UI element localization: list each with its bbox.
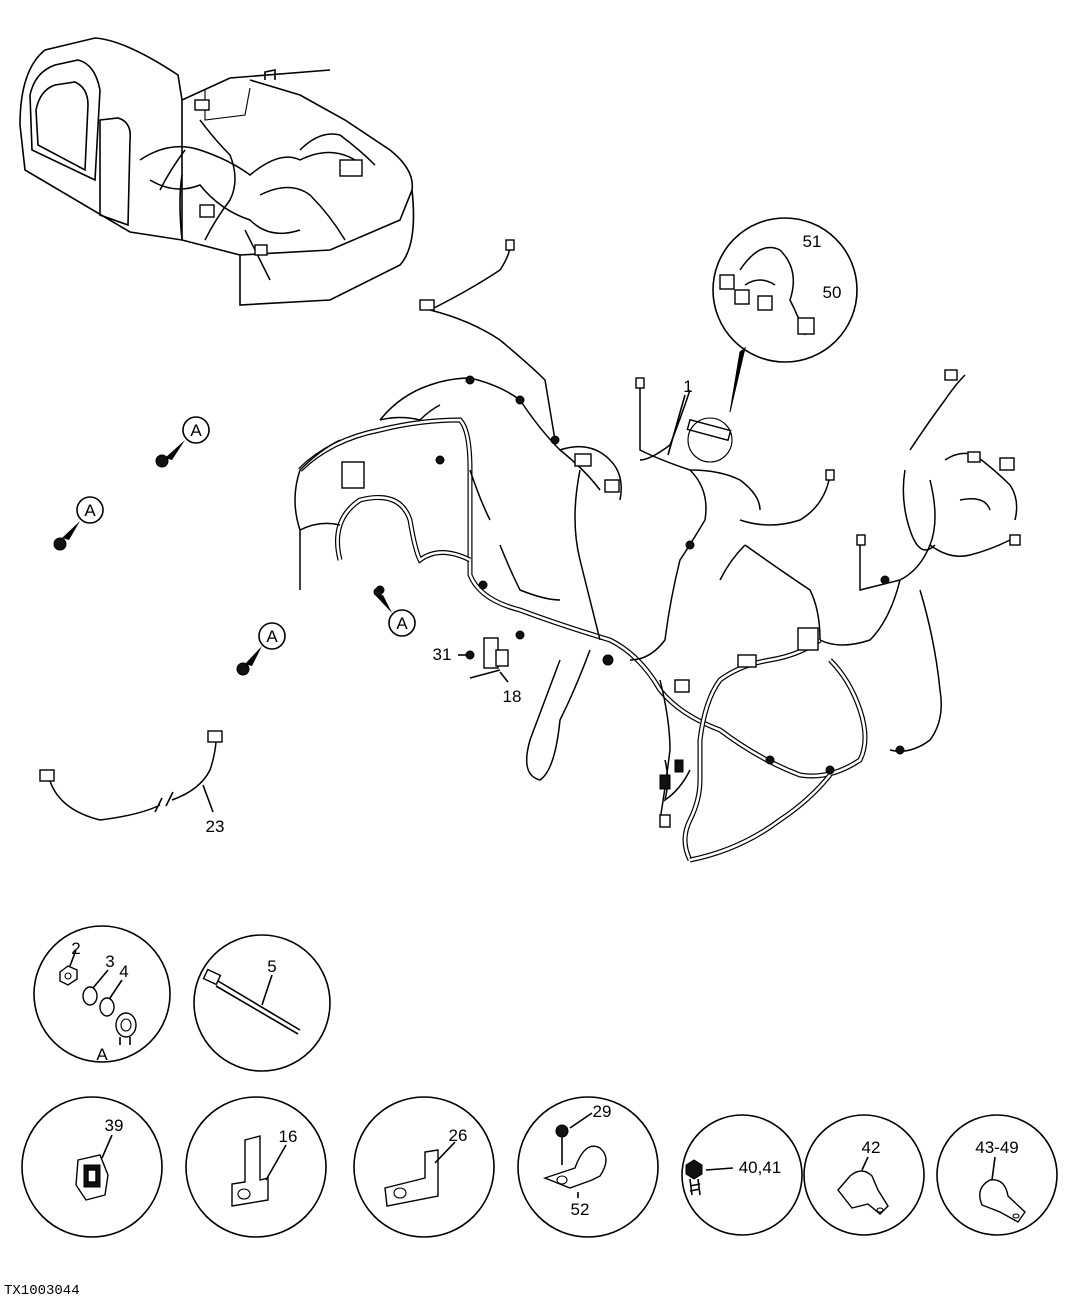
callout-label-a-2: A <box>84 501 96 520</box>
callout-label-1: 1 <box>683 377 692 396</box>
detail-43-49: 43-49 <box>936 1114 1058 1236</box>
detail-label-39: 39 <box>105 1116 124 1135</box>
detail-label-40-41: 40,41 <box>739 1158 782 1177</box>
callout-label-a-3: A <box>396 614 408 633</box>
callout-a-4: A <box>236 622 286 676</box>
detail-cable-tie-5: 5 <box>193 934 331 1072</box>
detail-connectors-50-51: 51 50 <box>687 217 858 463</box>
callout-label-18: 18 <box>503 687 522 706</box>
detail-39: 39 <box>21 1096 163 1238</box>
detail-a-hardware: 2 3 4 A <box>33 925 171 1064</box>
callout-31-18: 31 18 <box>433 637 522 706</box>
detail-26: 26 <box>353 1096 495 1238</box>
detail-29-52: 29 52 <box>517 1096 659 1238</box>
detail-42: 42 <box>803 1114 925 1236</box>
cable-23: 23 <box>39 730 225 836</box>
detail-a-item-2: 3 <box>105 952 114 971</box>
detail-16: 16 <box>185 1096 327 1238</box>
detail-label-29: 29 <box>593 1102 612 1121</box>
detail-label-43-49: 43-49 <box>975 1138 1018 1157</box>
callout-label-50: 50 <box>823 283 842 302</box>
callout-a-3: A <box>373 587 416 637</box>
detail-label-26: 26 <box>449 1126 468 1145</box>
callout-a-1: A <box>155 416 210 468</box>
detail-label-16: 16 <box>279 1127 298 1146</box>
callout-label-a-4: A <box>266 627 278 646</box>
detail-a-item-3: 4 <box>119 962 128 981</box>
main-wiring-harness <box>294 239 1021 863</box>
detail-a-item-1: 2 <box>71 939 80 958</box>
detail-a-label: A <box>96 1045 108 1064</box>
detail-label-42: 42 <box>862 1138 881 1157</box>
figure-id: TX1003044 <box>4 1283 80 1299</box>
detail-label-5: 5 <box>267 957 276 976</box>
callout-label-23: 23 <box>206 817 225 836</box>
callout-1: 1 <box>667 377 693 456</box>
excavator-upper-structure <box>19 37 415 306</box>
callout-label-51: 51 <box>803 232 822 251</box>
callout-label-31: 31 <box>433 645 452 664</box>
detail-label-52: 52 <box>571 1200 590 1219</box>
callout-label-a-1: A <box>190 421 202 440</box>
callout-a-2: A <box>53 496 104 551</box>
nut-callouts: A A A A <box>53 416 416 676</box>
detail-40-41: 40,41 <box>681 1114 803 1236</box>
